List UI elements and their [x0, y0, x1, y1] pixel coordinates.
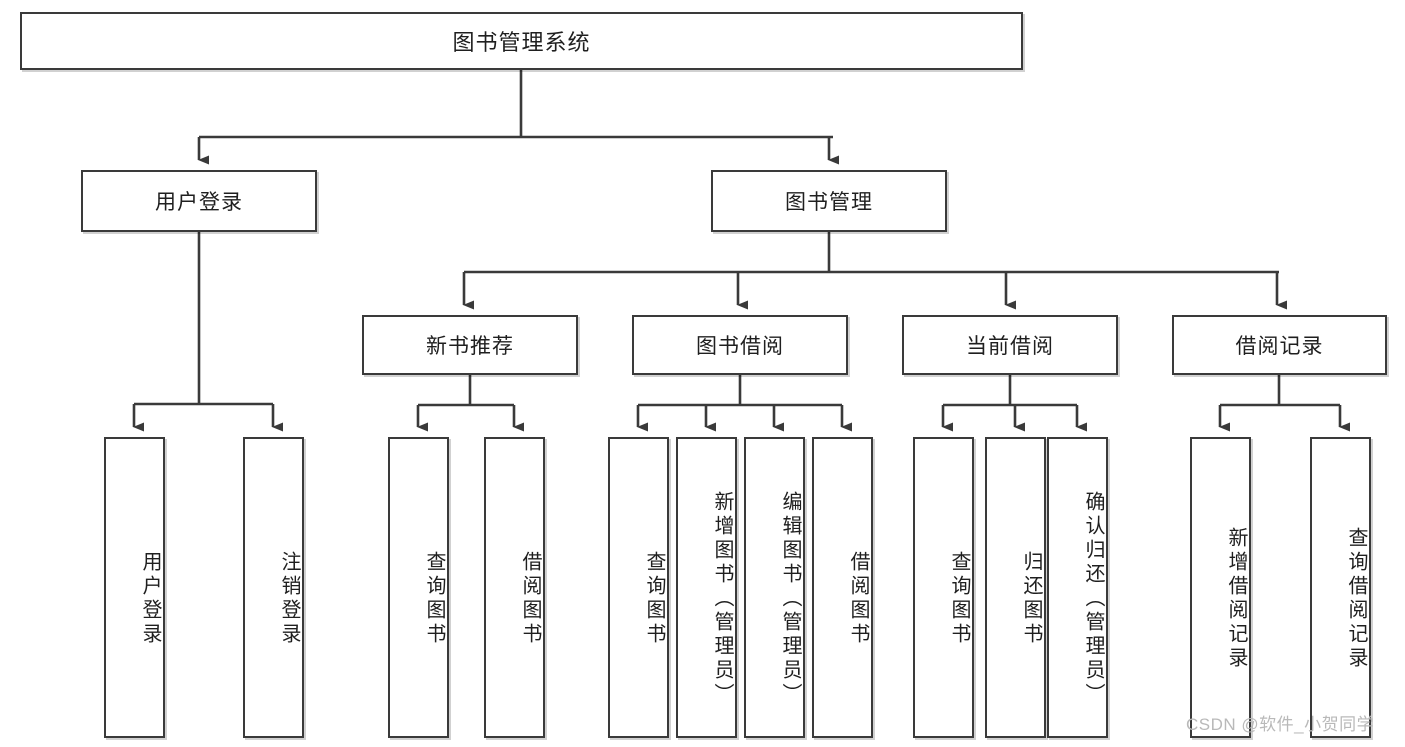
leaf-edit-book-admin[interactable]: 编辑图书（管理员） — [744, 437, 805, 738]
leaf-add-borrow-record[interactable]: 新增借阅记录 — [1190, 437, 1251, 738]
node-label: 注销登录 — [278, 550, 300, 647]
node-label: 当前借阅 — [966, 335, 1054, 358]
leaf-query-borrow-record[interactable]: 查询借阅记录 — [1310, 437, 1371, 738]
node-user-login[interactable]: 用户登录 — [81, 170, 317, 232]
node-label: 新增图书（管理员） — [711, 490, 733, 707]
leaf-logout[interactable]: 注销登录 — [243, 437, 304, 738]
node-new-book-recommend[interactable]: 新书推荐 — [362, 315, 578, 375]
leaf-borrow-book-recommend[interactable]: 借阅图书 — [484, 437, 545, 738]
node-book-management[interactable]: 图书管理 — [711, 170, 947, 232]
leaf-query-book-borrow[interactable]: 查询图书 — [608, 437, 669, 738]
node-root[interactable]: 图书管理系统 — [20, 12, 1023, 70]
node-label: 新书推荐 — [426, 335, 514, 358]
node-borrow-record[interactable]: 借阅记录 — [1172, 315, 1387, 375]
node-label: 编辑图书（管理员） — [779, 490, 801, 707]
node-label: 查询图书 — [948, 550, 970, 647]
leaf-add-book-admin[interactable]: 新增图书（管理员） — [676, 437, 737, 738]
leaf-borrow-book[interactable]: 借阅图书 — [812, 437, 873, 738]
node-book-borrow[interactable]: 图书借阅 — [632, 315, 848, 375]
node-label: 借阅图书 — [519, 550, 541, 647]
leaf-confirm-return-admin[interactable]: 确认归还（管理员） — [1047, 437, 1108, 738]
leaf-query-book-current[interactable]: 查询图书 — [913, 437, 974, 738]
node-label: 用户登录 — [139, 550, 161, 647]
node-label: 借阅图书 — [847, 550, 869, 647]
node-label: 确认归还（管理员） — [1082, 490, 1104, 707]
node-label: 图书管理系统 — [452, 30, 591, 55]
node-label: 图书管理 — [785, 191, 873, 214]
node-current-borrow[interactable]: 当前借阅 — [902, 315, 1118, 375]
leaf-user-login[interactable]: 用户登录 — [104, 437, 165, 738]
node-label: 查询图书 — [423, 550, 445, 647]
csdn-watermark: CSDN @软件_小贺同学 — [1186, 715, 1375, 734]
node-label: 查询借阅记录 — [1345, 526, 1367, 671]
node-label: 用户登录 — [155, 191, 243, 214]
node-label: 借阅记录 — [1235, 335, 1324, 358]
node-label: 图书借阅 — [696, 335, 784, 358]
node-label: 查询图书 — [643, 550, 665, 647]
node-label: 新增借阅记录 — [1225, 526, 1247, 671]
node-label: 归还图书 — [1020, 550, 1042, 647]
leaf-return-book[interactable]: 归还图书 — [985, 437, 1046, 738]
leaf-query-book-recommend[interactable]: 查询图书 — [388, 437, 449, 738]
